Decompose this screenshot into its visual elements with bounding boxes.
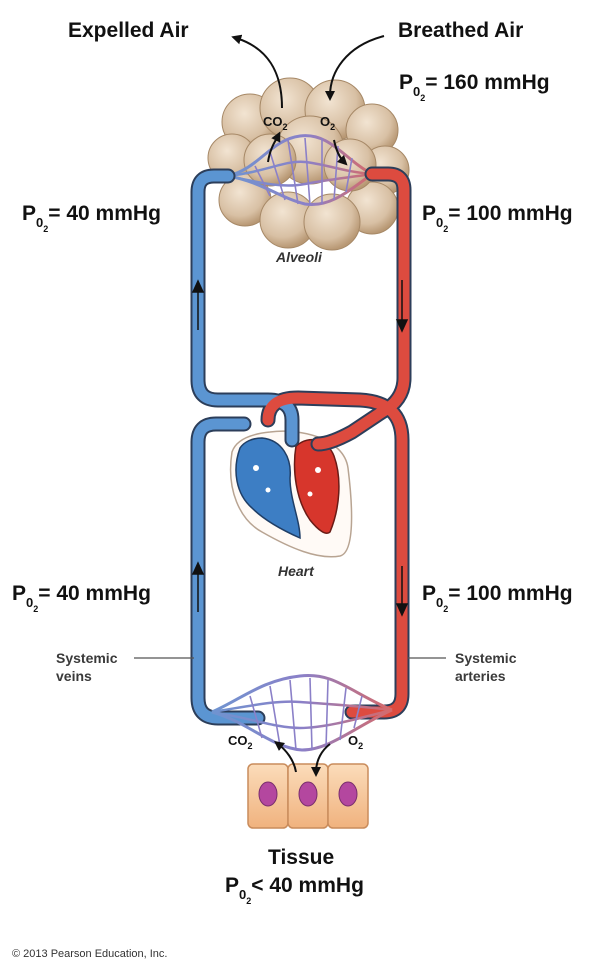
- alveoli-cluster: [207, 77, 410, 251]
- heart-label: Heart: [278, 563, 315, 579]
- tissue-cells: [247, 763, 369, 829]
- alveoli-o2-label: O2: [320, 114, 335, 132]
- pulmonary-venous-pressure: P02= 40 mmHg: [22, 202, 161, 234]
- pulmonary-capillary-network: [227, 134, 373, 207]
- pulmonary-arterial-pressure: P02= 100 mmHg: [422, 202, 573, 234]
- heart: [229, 430, 353, 558]
- alveoli-gas-arrows: [231, 34, 385, 166]
- alveoli-label: Alveoli: [275, 249, 323, 265]
- breathed-air-label: Breathed Air: [398, 19, 523, 42]
- tissue-gas-arrows: [274, 740, 331, 777]
- tissue-pressure: P02< 40 mmHg: [225, 874, 364, 906]
- pulmonary-vein: [192, 170, 298, 446]
- vessels-fill: [192, 168, 410, 724]
- breathed-air-pressure: P02= 160 mmHg: [399, 71, 550, 103]
- tissue-o2-label: O2: [348, 733, 363, 751]
- alveoli-co2-label: CO2: [263, 114, 288, 132]
- systemic-veins-label-line2: veins: [56, 668, 92, 684]
- aortic-arch: [262, 392, 408, 718]
- tissue-label: Tissue: [268, 846, 334, 869]
- tissue-co2-label: CO2: [228, 733, 253, 751]
- systemic-veins-label-line1: Systemic: [56, 650, 118, 666]
- expelled-air-label: Expelled Air: [68, 19, 189, 42]
- systemic-arterial-pressure: P02= 100 mmHg: [422, 582, 573, 614]
- systemic-capillary-network: [211, 673, 393, 752]
- flow-arrows: [191, 279, 409, 617]
- systemic-venous-pressure: P02= 40 mmHg: [12, 582, 151, 614]
- systemic-arteries-label-line1: Systemic: [455, 650, 517, 666]
- copyright-notice: © 2013 Pearson Education, Inc.: [12, 948, 167, 960]
- pulmonary-artery: [312, 168, 410, 450]
- systemic-arteries-label-line2: arteries: [455, 668, 506, 684]
